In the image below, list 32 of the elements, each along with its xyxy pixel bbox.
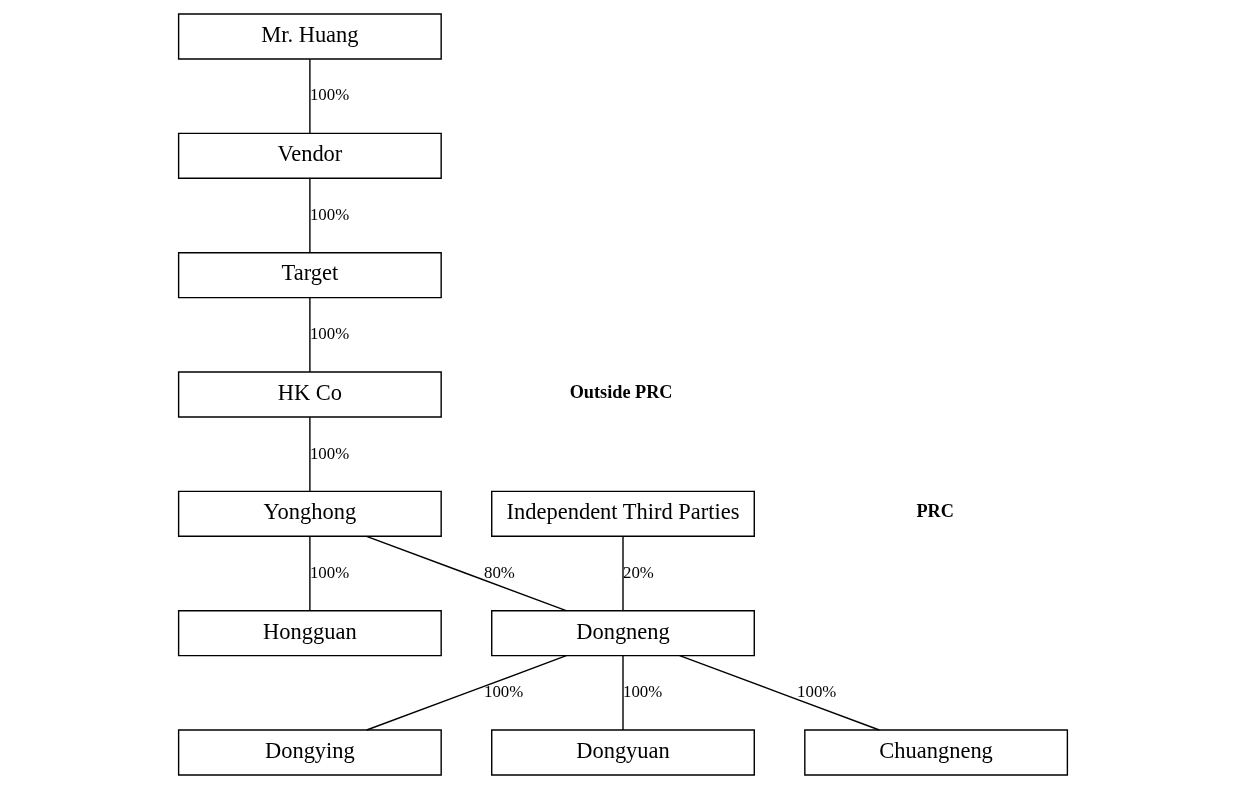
connector <box>308 58 311 134</box>
connector <box>365 655 567 731</box>
node-box: Yonghong <box>177 490 442 537</box>
edge-label: 100% <box>309 204 349 224</box>
edge-label: 100% <box>483 682 523 702</box>
connector <box>365 535 567 612</box>
node-box: Chuangneng <box>803 729 1068 776</box>
edge-label: 100% <box>622 682 662 702</box>
node-box: Vendor <box>177 132 442 179</box>
edge-label: 100% <box>309 443 349 463</box>
edge-label: 100% <box>796 682 836 702</box>
label: PRC <box>915 501 954 522</box>
node-box: HK Co <box>177 371 442 418</box>
node-box: Independent Third Parties <box>490 490 755 537</box>
node-box: Dongying <box>177 729 442 776</box>
connector <box>308 177 311 254</box>
node-box: Hongguan <box>177 610 442 657</box>
edge-label: 100% <box>309 85 349 105</box>
node-box: Target <box>177 252 442 299</box>
connector <box>308 416 311 492</box>
connector <box>621 655 624 731</box>
label: Outside PRC <box>569 381 673 402</box>
edge-label: 100% <box>309 324 349 344</box>
edge-label: 80% <box>483 562 515 582</box>
connector <box>308 535 311 612</box>
edge-label: 100% <box>309 562 349 582</box>
node-box: Mr. Huang <box>177 13 442 60</box>
connector <box>621 535 624 612</box>
connector <box>678 655 880 731</box>
node-box: Dongneng <box>490 610 755 657</box>
node-box: Dongyuan <box>490 729 755 776</box>
connector <box>308 297 311 373</box>
